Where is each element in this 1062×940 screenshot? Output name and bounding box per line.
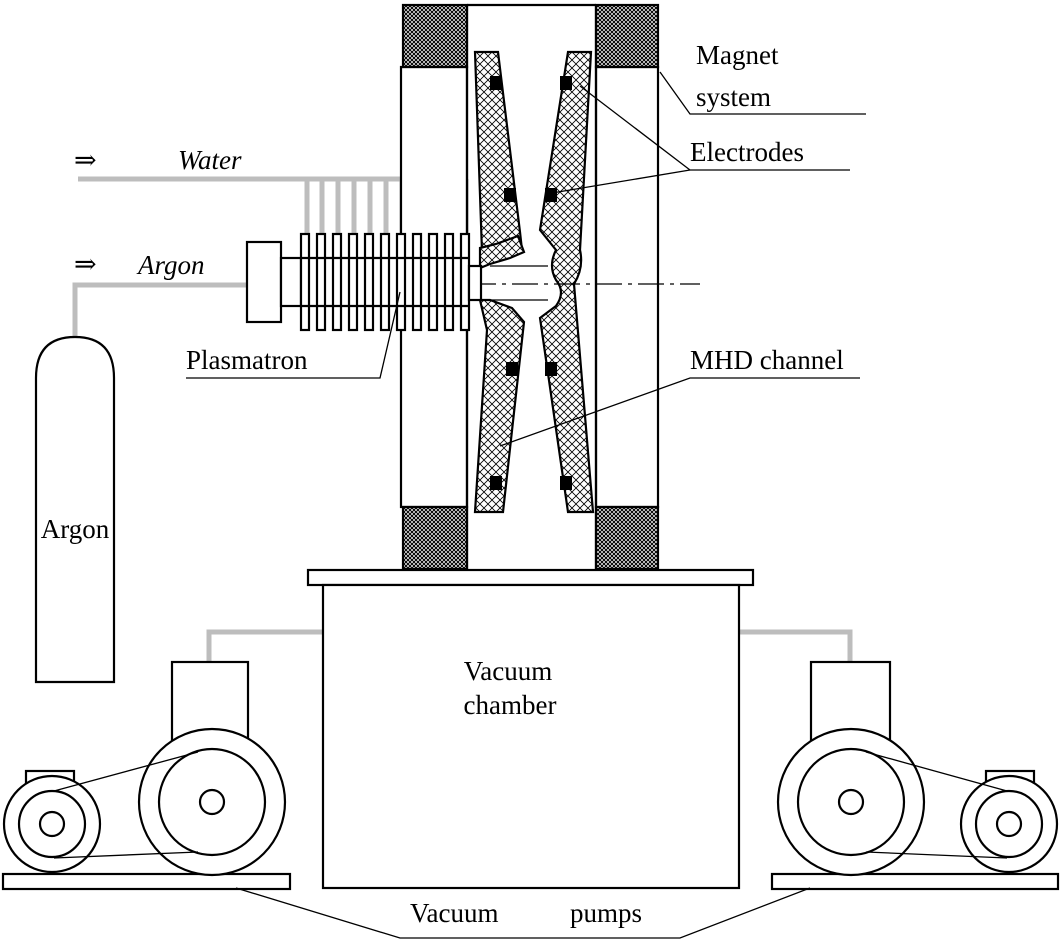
argon-flow-arrow: ⇒	[74, 249, 97, 279]
mhd-channel	[473, 50, 595, 514]
label-vacuum-chamber-line2: chamber	[464, 690, 557, 720]
label-mhd-channel: MHD channel	[690, 345, 844, 375]
label-vacuum-pumps-b: pumps	[570, 898, 642, 928]
water-flow-arrow: ⇒	[74, 145, 97, 175]
label-vacuum-pumps-a: Vacuum	[410, 898, 498, 928]
argon-tank	[34, 335, 116, 684]
vacuum-chamber	[306, 568, 755, 890]
pump-left-pipe	[206, 629, 323, 662]
label-vacuum-chamber-line1: Vacuum	[464, 656, 552, 686]
vacuum-pump-left	[1, 660, 292, 891]
label-water: Water	[178, 145, 242, 175]
label-plasmatron: Plasmatron	[186, 345, 308, 375]
pump-right-pipe	[739, 629, 853, 662]
plasmatron	[245, 232, 483, 332]
leader-lines	[186, 71, 866, 939]
label-magnet-line2: system	[696, 82, 771, 112]
argon-pipe	[72, 282, 248, 337]
electrodes	[490, 76, 572, 490]
label-argon-line: Argon	[136, 250, 205, 280]
label-electrodes: Electrodes	[690, 137, 804, 167]
label-magnet-line1: Magnet	[696, 40, 779, 70]
label-argon-tank: Argon	[41, 514, 110, 544]
vacuum-pump-right	[770, 660, 1060, 891]
magnet-system	[399, 3, 660, 571]
